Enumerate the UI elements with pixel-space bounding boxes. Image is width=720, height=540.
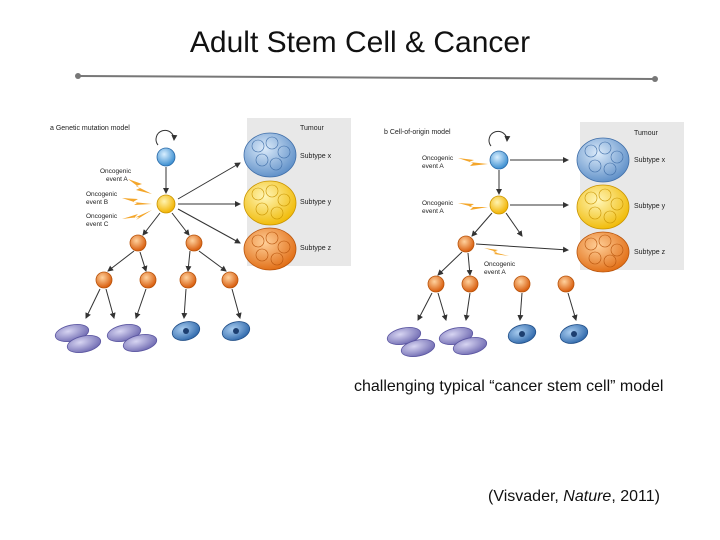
panel-b-committed-cell	[457, 235, 475, 253]
panel-a-committed-cell	[179, 271, 197, 289]
panel-a-differentiated-cell	[66, 335, 102, 353]
panel-b-tumour-label: Tumour	[634, 130, 659, 137]
panel-b-differentiated-cell	[452, 337, 488, 355]
panel-a-tumour-label: Tumour	[300, 125, 325, 132]
panel-b-lightning-1	[458, 158, 488, 166]
panel-a-lightning-1	[128, 179, 152, 194]
panel-b-lightning-2	[458, 203, 488, 210]
panel-a-tumour-x	[243, 132, 297, 178]
panel-a-stem-cell	[156, 147, 176, 167]
citation: (Visvader, Nature, 2011)	[488, 488, 660, 506]
panel-b-committed-cell	[461, 275, 479, 293]
panel-a-committed-cell	[185, 234, 203, 252]
panel-b-progenitor-cell	[489, 195, 509, 215]
panel-b-subtype-y: Subtype y	[634, 203, 666, 210]
panel-b-tumour-y	[576, 184, 630, 230]
panel-a-tumour-z	[243, 227, 297, 271]
citation-suffix: , 2011)	[611, 488, 660, 505]
panel-a-subtype-z: Subtype z	[300, 245, 332, 252]
panel-b-committed-cell	[427, 275, 445, 293]
panel-a-subtype-x: Subtype x	[300, 153, 332, 160]
panel-a-differentiated-cell	[122, 334, 158, 352]
panel-a-committed-cell	[95, 271, 113, 289]
panel-b-tumour-z	[576, 231, 630, 273]
slide-title: Adult Stem Cell & Cancer	[189, 26, 531, 59]
panel-a-heading: a Genetic mutation model	[50, 125, 130, 132]
panel-b-subtype-x: Subtype x	[634, 157, 666, 164]
panel-b-committed-cell	[513, 275, 531, 293]
citation-journal: Nature	[563, 488, 612, 505]
panel-a-progenitor-cell	[156, 194, 176, 214]
panel-a-self-renewal-arrow	[155, 129, 178, 146]
panel-b-differentiated-cell	[386, 327, 422, 345]
panel-a-subtype-y: Subtype y	[300, 199, 332, 206]
citation-prefix: (Visvader,	[488, 488, 564, 505]
figure-caption: challenging typical “cancer stem cell” m…	[354, 378, 664, 395]
panel-b: b Cell-of-origin model Tumour Subtype x …	[384, 122, 684, 357]
panel-b-committed-cell	[557, 275, 575, 293]
panel-a: a Genetic mutation model Tumour Subtype …	[50, 118, 351, 353]
panel-a-lightning-2	[122, 198, 152, 205]
panel-b-tumour-x	[576, 137, 630, 183]
panel-b-subtype-z: Subtype z	[634, 249, 666, 256]
panel-a-lightning-3	[122, 210, 152, 220]
panel-a-tumour-y	[243, 180, 297, 226]
panel-a-committed-cell	[139, 271, 157, 289]
panel-b-heading: b Cell-of-origin model	[384, 129, 451, 136]
panel-b-differentiated-cell	[400, 339, 436, 357]
panel-b-lightning-3	[484, 248, 509, 256]
panel-b-self-renewal-arrow	[488, 130, 511, 147]
panel-a-committed-cell	[221, 271, 239, 289]
panel-b-stem-cell	[489, 150, 509, 170]
panel-a-committed-cell	[129, 234, 147, 252]
